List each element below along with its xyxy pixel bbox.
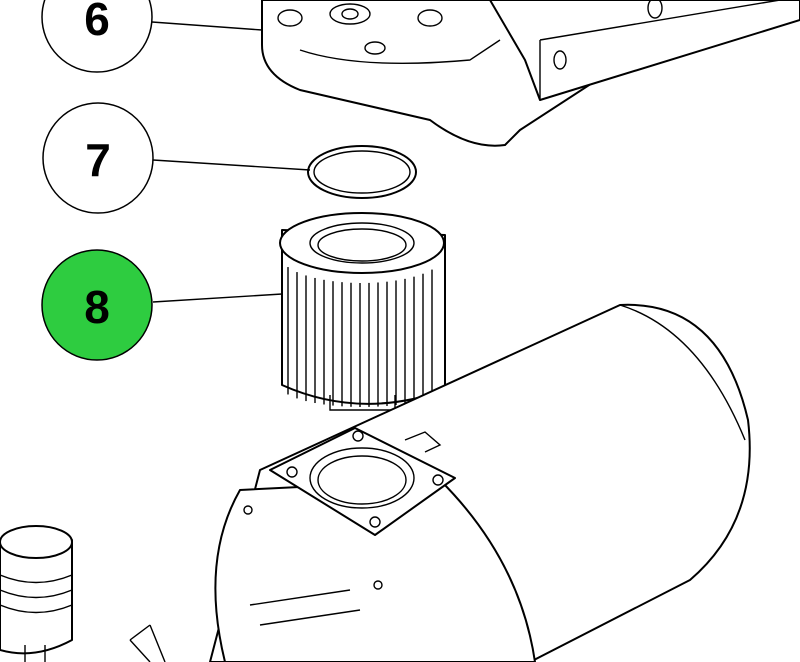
- leader-line-8: [152, 293, 283, 303]
- callout-8-highlighted[interactable]: 8: [41, 249, 153, 361]
- callout-label: 7: [85, 134, 111, 186]
- leader-line-6: [151, 21, 263, 31]
- callout-label: 8: [84, 281, 110, 333]
- callout-7[interactable]: 7: [42, 102, 154, 214]
- callout-label: 6: [84, 0, 110, 45]
- piston-part[interactable]: [0, 525, 73, 662]
- callout-6[interactable]: 6: [41, 0, 153, 73]
- part-6-housing[interactable]: [261, 0, 800, 147]
- leader-line-7: [152, 159, 311, 171]
- motor-housing[interactable]: [129, 303, 751, 662]
- part-8-finned-cylinder[interactable]: [279, 212, 446, 411]
- part-7-o-ring[interactable]: [307, 145, 417, 199]
